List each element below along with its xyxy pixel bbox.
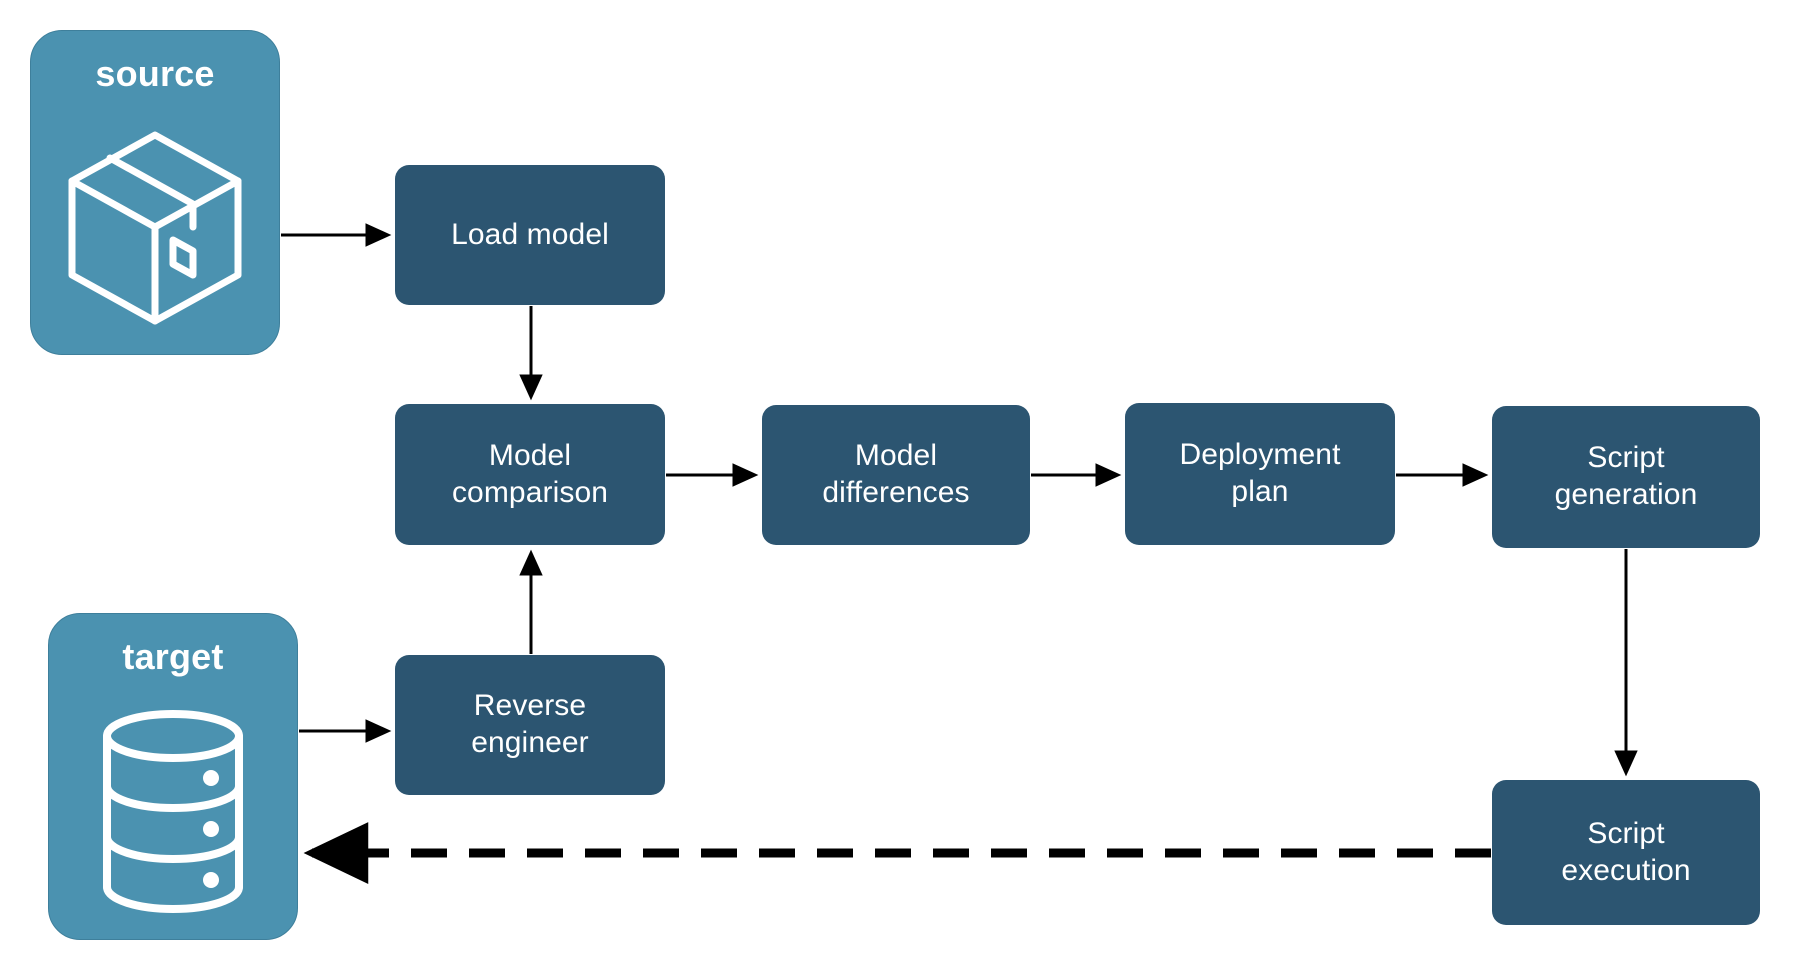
- database-cylinder-icon: [49, 684, 297, 939]
- endpoint-source[interactable]: source: [30, 30, 280, 355]
- process-model-comparison[interactable]: Model comparison: [395, 404, 665, 545]
- endpoint-source-title: source: [95, 53, 215, 94]
- process-script-generation-label: Script generation: [1554, 441, 1698, 511]
- package-box-icon: [31, 101, 279, 354]
- process-script-generation[interactable]: Script generation: [1492, 406, 1760, 548]
- process-reverse-engineer-label: Reverse engineer: [471, 689, 589, 759]
- endpoint-target-title: target: [122, 636, 224, 677]
- process-script-execution-label: Script execution: [1561, 816, 1691, 887]
- process-load-model-label: Load model: [451, 217, 609, 251]
- process-deployment-plan-label: Deployment plan: [1179, 438, 1341, 508]
- process-model-differences[interactable]: Model differences: [762, 405, 1030, 545]
- process-load-model[interactable]: Load model: [395, 165, 665, 305]
- process-model-differences-label: Model differences: [822, 439, 970, 509]
- process-model-comparison-label: Model comparison: [451, 438, 609, 509]
- process-script-execution[interactable]: Script execution: [1492, 780, 1760, 925]
- endpoint-target[interactable]: target: [48, 613, 298, 940]
- process-deployment-plan[interactable]: Deployment plan: [1125, 403, 1395, 545]
- process-reverse-engineer[interactable]: Reverse engineer: [395, 655, 665, 795]
